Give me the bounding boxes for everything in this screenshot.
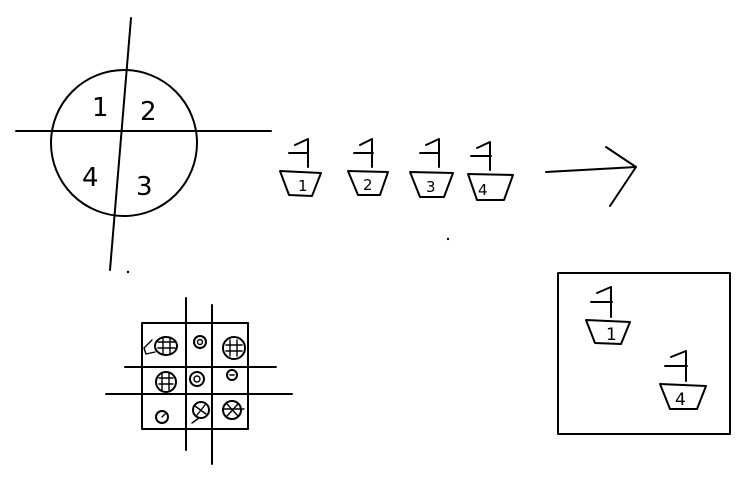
scribble-token: [143, 336, 178, 356]
right-arrow-icon: [545, 146, 637, 207]
quadrant-label-4: 4: [82, 163, 99, 193]
svg-text:1: 1: [606, 325, 617, 345]
scribble-token: [155, 410, 169, 424]
svg-text:2: 2: [363, 176, 373, 194]
stray-dot: [446, 237, 450, 241]
boat-1: 1: [279, 138, 322, 197]
vertical-axis-line: [109, 17, 132, 271]
quadrant-label-2: 2: [140, 97, 157, 127]
scribble-token: [193, 335, 207, 349]
boat-3: 3: [409, 138, 454, 198]
scribble-token: [155, 371, 177, 393]
svg-text:3: 3: [426, 178, 436, 196]
scribble-token: [226, 369, 238, 381]
svg-text:4: 4: [478, 181, 488, 199]
quadrant-diagram: 1 2 4 3: [15, 17, 272, 271]
boxed-boat-4: 4: [659, 350, 707, 410]
scribble-token: [189, 371, 205, 387]
scribble-token: [191, 401, 210, 424]
boat-2: 2: [347, 138, 389, 196]
boxed-boat-1: 1: [585, 286, 631, 345]
quadrant-circle: [50, 69, 198, 217]
quadrant-label-1: 1: [92, 93, 109, 123]
grid-frame: [141, 322, 249, 430]
quadrant-label-3: 3: [136, 172, 153, 202]
svg-text:1: 1: [298, 177, 308, 195]
scribble-token: [222, 400, 245, 420]
grid-diagram: [105, 297, 293, 465]
selection-frame: [557, 272, 731, 435]
stray-dot: [126, 270, 130, 274]
selected-boats-box: 1 4: [557, 272, 731, 435]
boat-4: 4: [467, 141, 514, 201]
scribble-token: [222, 336, 246, 360]
svg-text:4: 4: [675, 390, 686, 410]
boats-row: 1 2 3 4: [279, 138, 514, 201]
